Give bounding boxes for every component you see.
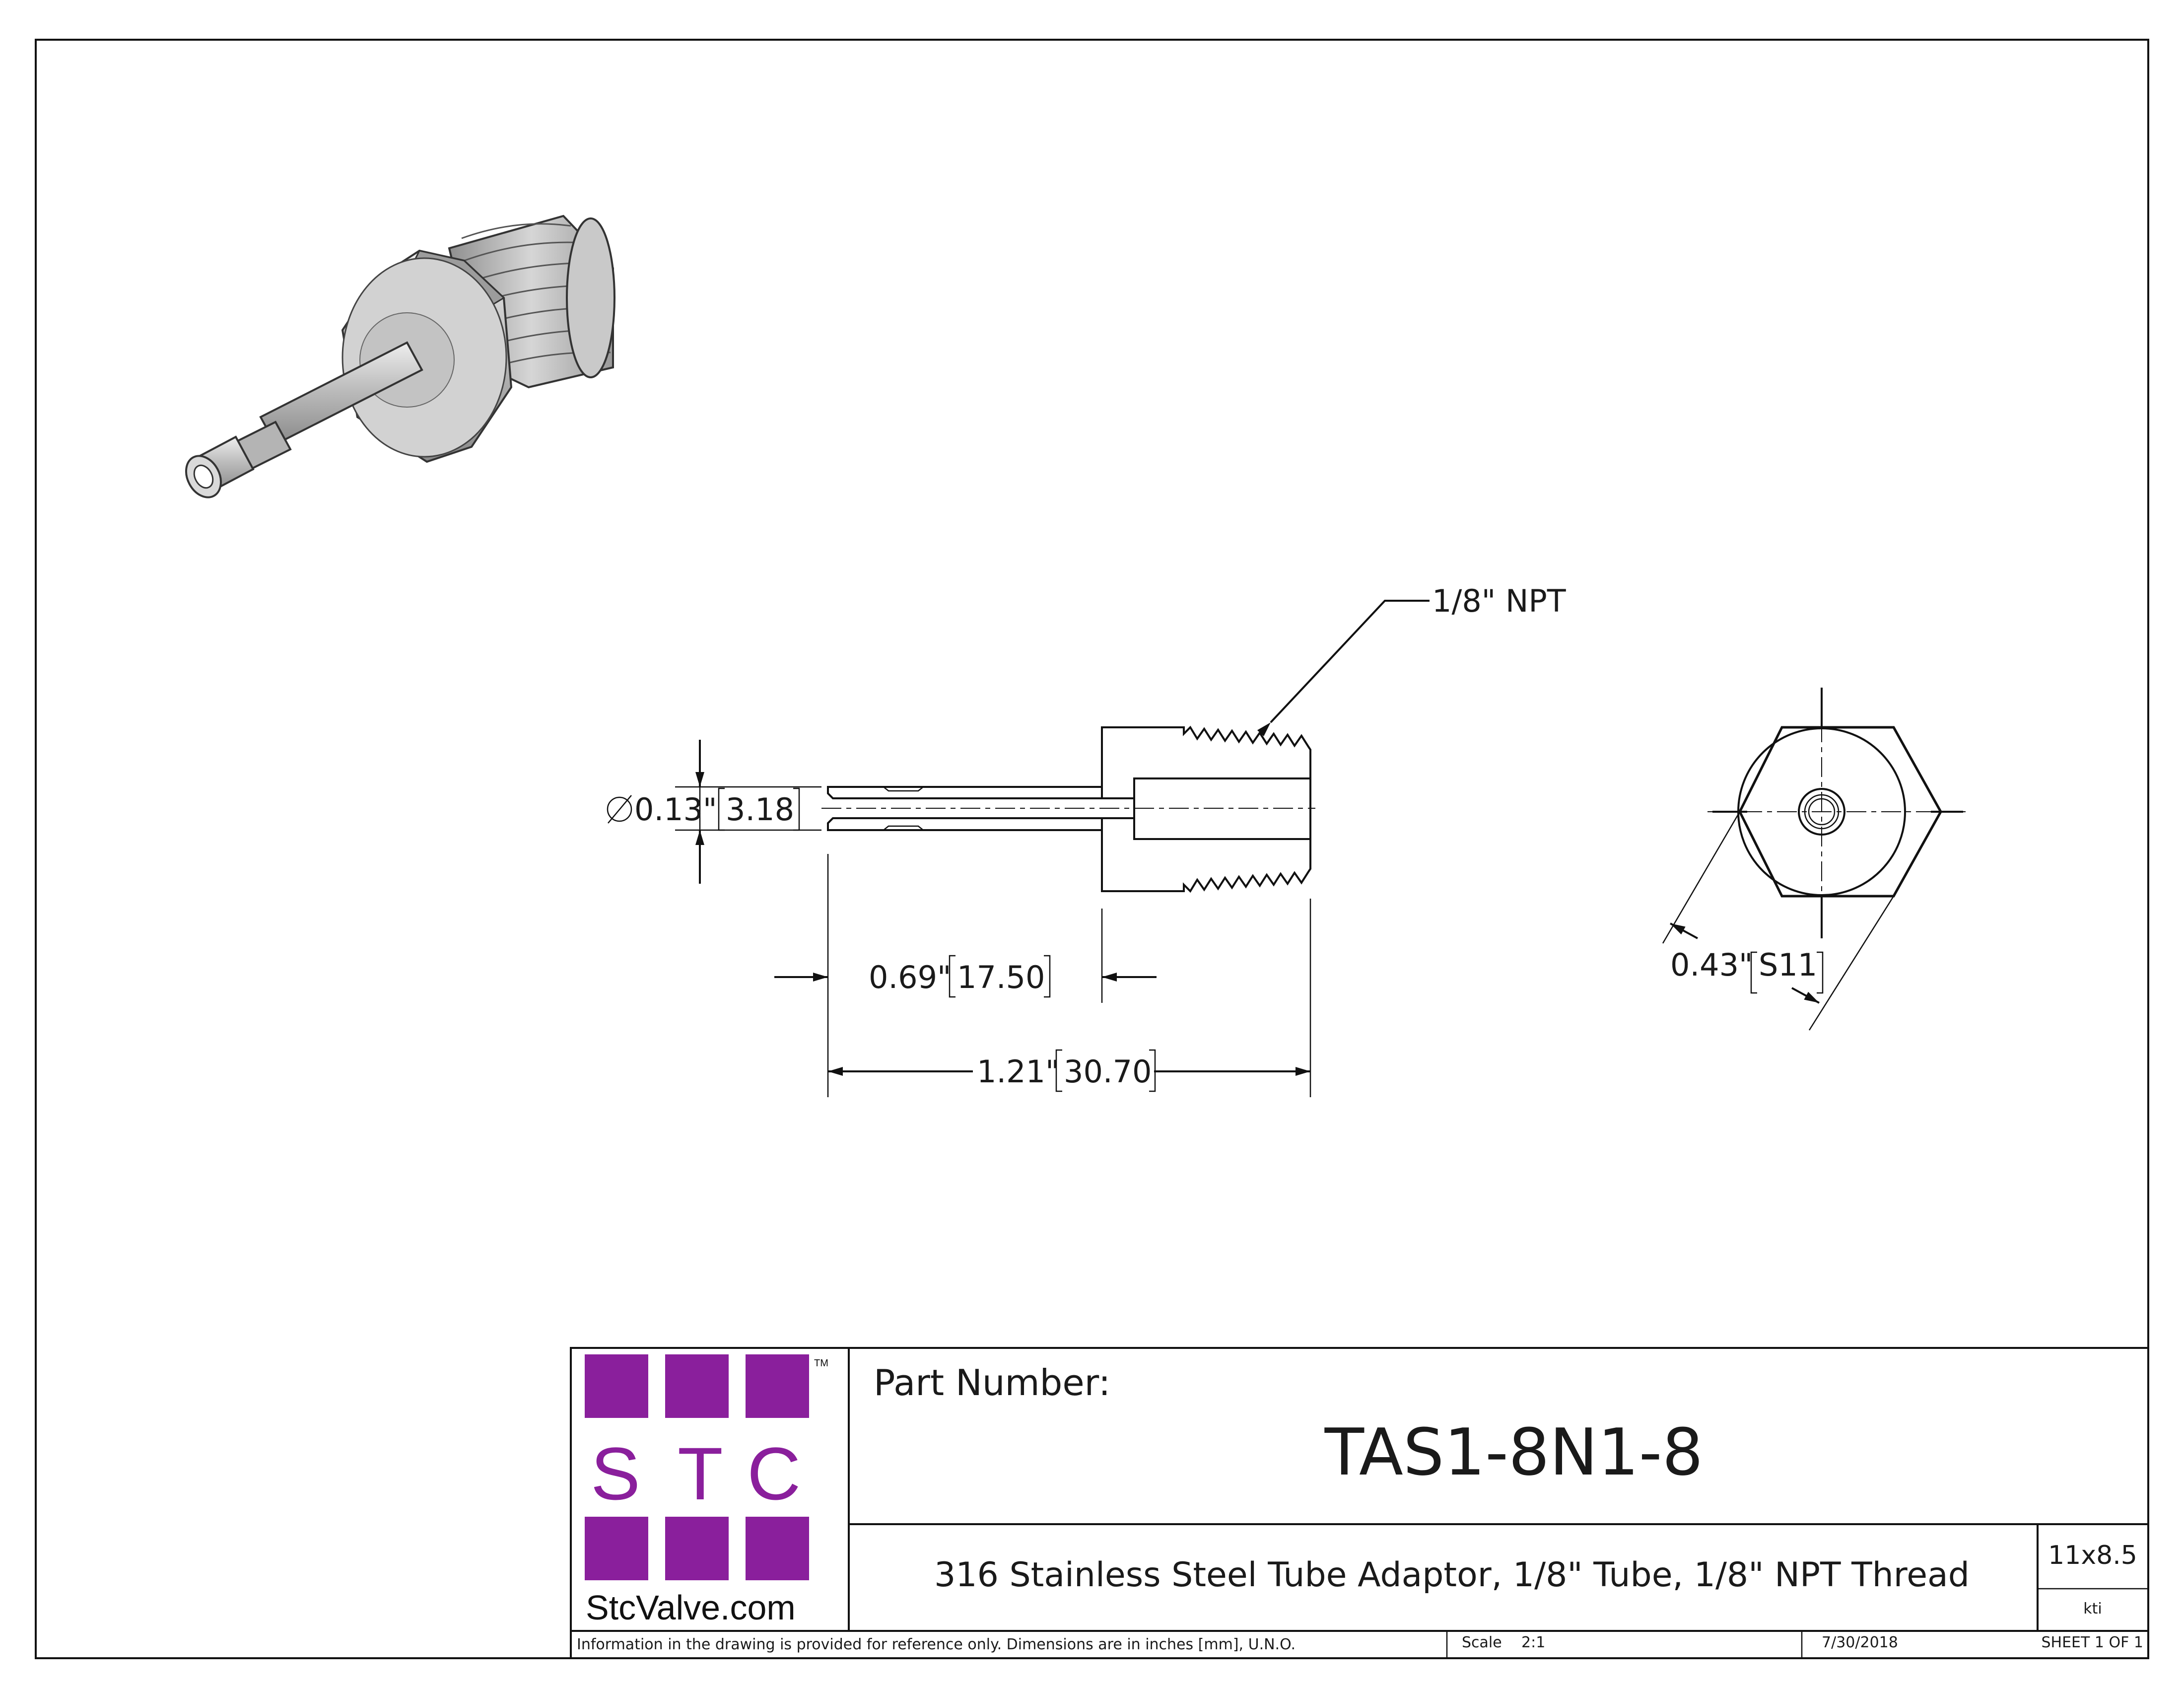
tube-length-value: 0.69"	[869, 959, 952, 995]
section-view	[821, 725, 1315, 893]
logo-letter-t: T	[678, 1432, 723, 1515]
hex-size-mm: S11	[1759, 947, 1817, 983]
sheet-border	[35, 39, 2149, 1659]
sheet-number: SHEET 1 OF 1	[2042, 1634, 2144, 1651]
end-view: 0.43" S11	[1662, 688, 1966, 1031]
title-block: TM S T C StcValve.com Part Number: TAS1-…	[570, 1347, 2149, 1659]
stc-logo: TM S T C StcValve.com	[585, 1354, 828, 1627]
drawing-date: 7/30/2018	[1822, 1634, 1898, 1651]
tube-diameter-mm: 3.18	[726, 791, 794, 828]
tube-diameter-value: 0.13"	[634, 791, 717, 828]
scale-value: 2:1	[1521, 1634, 1545, 1651]
logo-letter-c: C	[747, 1432, 801, 1515]
overall-length-value: 1.21"	[977, 1054, 1060, 1090]
hex-nut-3d	[341, 249, 513, 463]
part-number-value: TAS1-8N1-8	[1324, 1414, 1704, 1490]
disclaimer: Information in the drawing is provided f…	[577, 1636, 1296, 1653]
tube-length-dimension: 0.69" 17.50	[774, 854, 1157, 1097]
overall-length-dimension: 1.21" 30.70	[828, 899, 1311, 1097]
body-lower-section	[1101, 817, 1311, 893]
scale-label: Scale	[1462, 1634, 1502, 1651]
drawn-by: kti	[2083, 1600, 2102, 1618]
logo-url: StcValve.com	[586, 1588, 796, 1627]
tube-length-mm: 17.50	[957, 959, 1045, 995]
tube-3d	[185, 341, 423, 498]
logo-letter-s: S	[591, 1432, 640, 1515]
part-description: 316 Stainless Steel Tube Adaptor, 1/8" T…	[934, 1555, 1970, 1595]
tube-upper-wall	[827, 786, 1103, 799]
overall-length-mm: 30.70	[1064, 1054, 1152, 1090]
thread-callout-text: 1/8" NPT	[1432, 583, 1567, 619]
thread-callout: 1/8" NPT	[1257, 583, 1567, 737]
hex-size-value: 0.43"	[1670, 947, 1753, 983]
sheet-size: 11x8.5	[2048, 1541, 2137, 1570]
logo-tm: TM	[814, 1358, 828, 1369]
tube-lower-wall	[827, 817, 1103, 831]
isometric-view	[185, 214, 615, 498]
part-number-label: Part Number:	[874, 1362, 1110, 1404]
diameter-dimension: 0.13" 3.18	[607, 740, 821, 884]
